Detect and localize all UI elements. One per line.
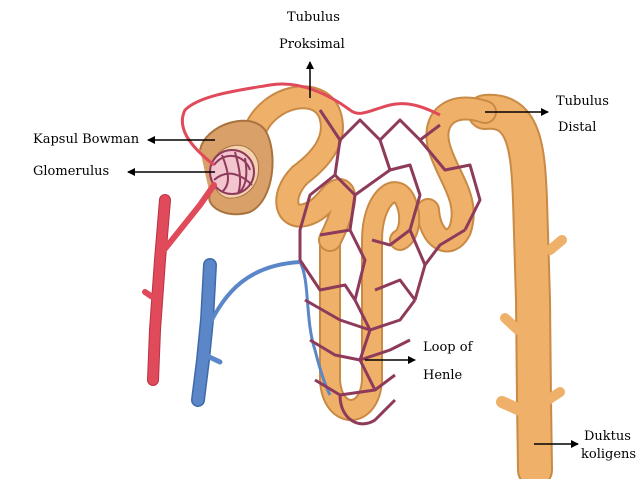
label-tubulus-distal-line1: Tubulus (556, 94, 609, 109)
label-duktus-koligens-line1: Duktus (584, 429, 631, 444)
collecting-duct (467, 93, 567, 479)
label-tubulus-distal-line2: Distal (558, 120, 597, 135)
proximal-tubule (243, 85, 357, 252)
artery (142, 82, 441, 386)
label-tubulus-proksimal-line2: Proksimal (279, 37, 345, 52)
vein (191, 258, 332, 407)
capillary-network (298, 109, 482, 426)
pointer-arrows (127, 61, 579, 448)
label-duktus-koligens-line2: koligens (581, 447, 637, 462)
label-tubulus-proksimal-line1: Tubulus (287, 10, 340, 25)
label-loop-of-henle-line2: Henle (423, 368, 463, 383)
label-glomerulus: Glomerulus (33, 164, 110, 179)
loop-of-henle (319, 181, 421, 421)
glomerulus (209, 149, 255, 195)
label-loop-of-henle-line1: Loop of (423, 340, 473, 355)
distal-tubule (416, 96, 497, 253)
label-kapsul-bowman: Kapsul Bowman (33, 132, 140, 147)
